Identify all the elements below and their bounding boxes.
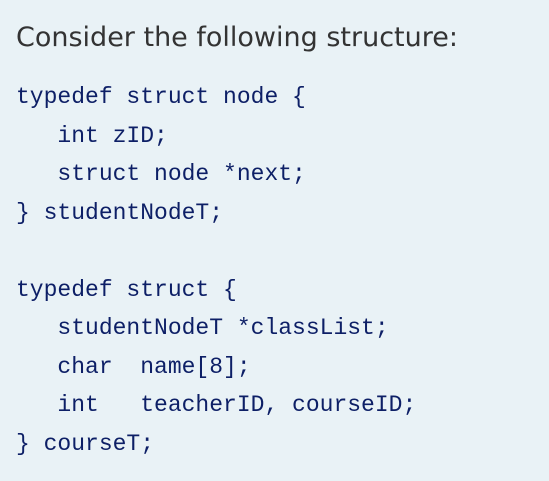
code-line: struct node *next;	[16, 161, 306, 187]
code-line: typedef struct node {	[16, 84, 306, 110]
question-prompt: Consider the following structure:	[16, 22, 458, 53]
code-line: int teacherID, courseID;	[16, 392, 417, 418]
code-block: typedef struct node { int zID; struct no…	[16, 78, 536, 463]
code-line	[16, 232, 536, 271]
code-line: char name[8];	[16, 353, 251, 380]
code-line: typedef struct {	[16, 276, 237, 303]
code-line: } courseT;	[16, 430, 155, 457]
code-line: } studentNodeT;	[16, 199, 224, 226]
code-line: studentNodeT *classList;	[16, 315, 389, 341]
code-line: int zID;	[16, 122, 168, 149]
